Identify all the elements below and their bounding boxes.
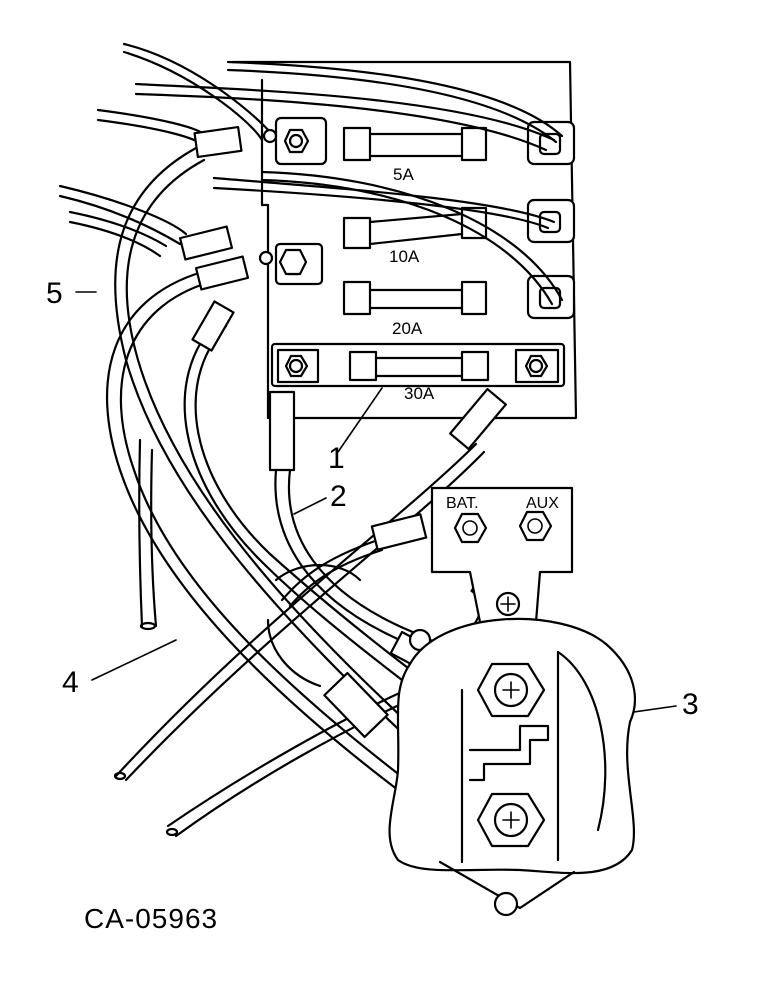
connector-sleeve [193,125,243,159]
callout-1: 1 [328,442,345,475]
callouts: 1 2 3 4 5 [46,277,699,721]
starter-solenoid [266,563,636,917]
fuse-label-30a: 30A [404,384,435,403]
panel-post [278,248,308,276]
terminal-block: BAT. AUX [430,486,574,624]
fuse-holder-20a [274,242,576,320]
fuse-holder-5a [274,116,576,166]
drawing-code: CA-05963 [84,903,218,934]
connector-sleeve [370,513,428,551]
aux-terminal-label: AUX [526,495,559,512]
callout-2: 2 [330,480,347,513]
callout-5: 5 [46,277,63,310]
connector-sleeve [194,255,250,291]
connector-sleeve [191,300,235,352]
connector-sleeve [323,671,389,739]
fuse-panel: 5A 10A 20A 30A [230,60,578,420]
fuse-label-10a: 10A [389,247,420,266]
fuse-holder-30a [270,342,566,388]
connector-sleeve [178,225,234,261]
wire-harness [58,42,564,838]
bat-terminal-label: BAT. [446,495,479,512]
callout-3: 3 [682,688,699,721]
connector-sleeve [268,390,296,472]
fuse-label-20a: 20A [392,319,423,338]
callout-4: 4 [62,666,79,699]
connector-sleeve [449,387,507,451]
fuse-label-5a: 5A [393,165,414,184]
